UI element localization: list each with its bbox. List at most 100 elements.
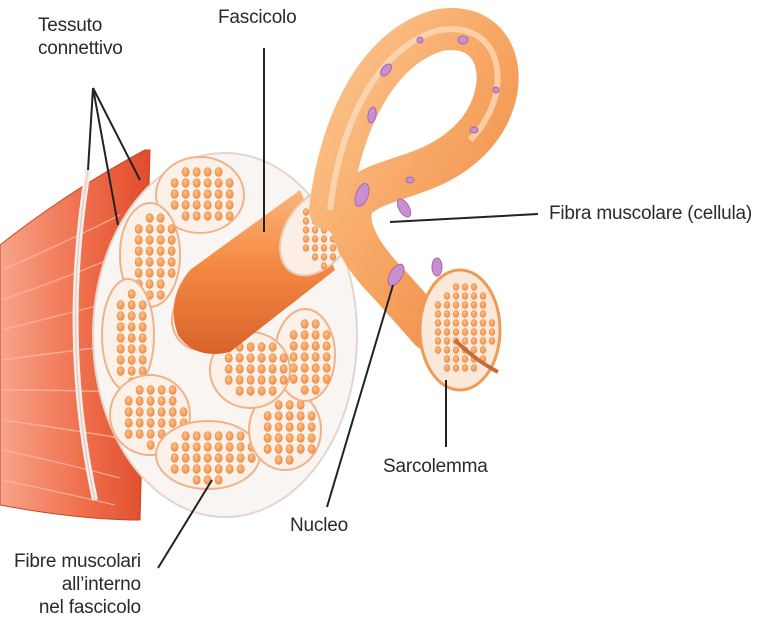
muscle-fiber-dot	[275, 445, 282, 454]
muscle-fiber-dot	[226, 465, 233, 474]
muscle-fiber-dot	[286, 401, 293, 410]
muscle-fiber-dot	[236, 365, 243, 374]
nucleus	[432, 258, 442, 276]
muscle-fiber-dot	[128, 334, 135, 343]
myofibril-dot	[480, 302, 486, 309]
muscle-fiber-dot	[237, 454, 244, 463]
myofibril-dot	[435, 338, 441, 345]
muscle-fiber-dot	[182, 465, 189, 474]
myofibril-dot	[435, 311, 441, 318]
muscle-fiber-dot	[157, 247, 164, 256]
muscle-fiber-dot	[275, 401, 282, 410]
muscle-fiber-dot	[308, 423, 315, 432]
muscle-fiber-dot	[157, 214, 164, 223]
muscle-fiber-dot	[158, 386, 165, 395]
muscle-fiber-dot	[193, 465, 200, 474]
muscle-fiber-dot	[136, 386, 143, 395]
muscle-fiber-dot	[237, 465, 244, 474]
myofibril-dot	[462, 356, 468, 363]
muscle-fiber-dot	[247, 387, 254, 396]
muscle-fiber-dot	[117, 356, 124, 365]
muscle-fiber-dot	[147, 386, 154, 395]
muscle-fiber-dot	[225, 376, 232, 385]
muscle-fiber-dot	[171, 443, 178, 452]
muscle-fiber-dot	[193, 201, 200, 210]
muscle-fiber-dot	[323, 342, 330, 351]
muscle-fiber-dot	[182, 454, 189, 463]
muscle-fiber-dot	[215, 454, 222, 463]
muscle-fiber-dot	[290, 375, 297, 384]
fiber-dot	[303, 245, 309, 252]
muscle-fiber-dot	[215, 476, 222, 485]
myofibril-dot	[462, 302, 468, 309]
muscle-fiber-dot	[169, 386, 176, 395]
muscle-fiber-dot	[247, 376, 254, 385]
muscle-fiber-dot	[193, 454, 200, 463]
muscle-fiber-dot	[158, 397, 165, 406]
muscle-fiber-dot	[135, 247, 142, 256]
muscle-fiber-dot	[146, 258, 153, 267]
muscle-fiber-dot	[117, 301, 124, 310]
muscle-fiber-dot	[226, 443, 233, 452]
muscle-fiber-dot	[286, 423, 293, 432]
fiber-dot	[303, 227, 309, 234]
muscle-fiber-dot	[225, 354, 232, 363]
myofibril-dot	[462, 311, 468, 318]
muscle-fiber-dot	[275, 456, 282, 465]
muscle-fiber-dot	[168, 225, 175, 234]
muscle-fiber-dot	[312, 320, 319, 329]
muscle-fiber-dot	[157, 258, 164, 267]
muscle-fiber-dot	[139, 345, 146, 354]
fiber-dot	[312, 245, 318, 252]
muscle-fiber-dot	[147, 408, 154, 417]
muscle-fiber-dot	[147, 430, 154, 439]
muscle-fiber-dot	[128, 367, 135, 376]
muscle-fiber-dot	[182, 168, 189, 177]
myofibril-dot	[471, 284, 477, 291]
myofibril-dot	[480, 329, 486, 336]
muscle-fiber-dot	[323, 353, 330, 362]
myofibril-dot	[471, 365, 477, 372]
muscle-fiber-dot	[225, 365, 232, 374]
muscle-fiber-dot	[215, 212, 222, 221]
muscle-fiber-dot	[308, 445, 315, 454]
muscle-fiber-dot	[139, 312, 146, 321]
nucleus	[493, 87, 499, 93]
muscle-fiber-dot	[290, 364, 297, 373]
myofibril-dot	[453, 302, 459, 309]
myofibril-dot	[453, 329, 459, 336]
muscle-fiber-dot	[204, 443, 211, 452]
myofibril-dot	[462, 284, 468, 291]
fiber-dot	[312, 227, 318, 234]
muscle-fiber-dot	[226, 201, 233, 210]
muscle-fiber-dot	[280, 354, 287, 363]
muscle-fiber-dot	[117, 312, 124, 321]
myofibril-dot	[462, 365, 468, 372]
muscle-fiber-dot	[117, 323, 124, 332]
muscle-fiber-dot	[128, 356, 135, 365]
muscle-fiber-dot	[128, 323, 135, 332]
muscle-fiber-dot	[135, 258, 142, 267]
myofibril-dot	[480, 347, 486, 354]
muscle-fiber-dot	[171, 179, 178, 188]
muscle-fiber-dot	[204, 168, 211, 177]
muscle-fiber-dot	[157, 269, 164, 278]
muscle-fiber-dot	[171, 465, 178, 474]
muscle-fiber-dot	[193, 179, 200, 188]
muscle-fiber-dot	[204, 190, 211, 199]
muscle-fiber-dot	[290, 353, 297, 362]
muscle-fiber-dot	[147, 419, 154, 428]
muscle-fiber-dot	[280, 365, 287, 374]
nucleus	[458, 36, 468, 44]
myofibril-dot	[435, 329, 441, 336]
muscle-fiber-dot	[135, 269, 142, 278]
myofibril-dot	[435, 320, 441, 327]
muscle-fiber-dot	[128, 290, 135, 299]
muscle-fiber-dot	[275, 434, 282, 443]
muscle-fiber-dot	[171, 454, 178, 463]
muscle-fiber-dot	[125, 408, 132, 417]
muscle-fiber-dot	[128, 301, 135, 310]
fiber-dot	[321, 254, 327, 261]
myofibril-dot	[444, 293, 450, 300]
